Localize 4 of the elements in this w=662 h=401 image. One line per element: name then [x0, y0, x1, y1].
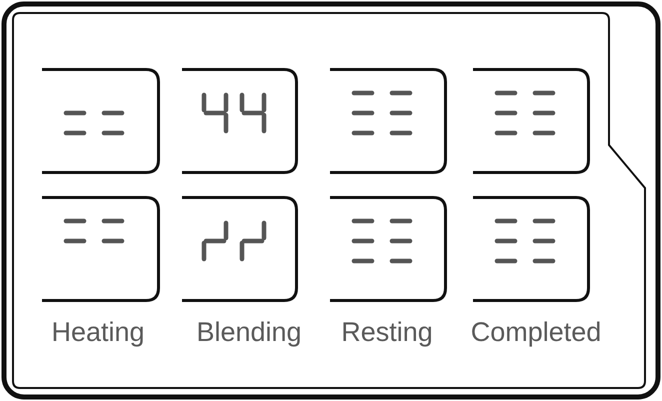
status-label: Blending: [196, 316, 302, 349]
status-label: Resting: [341, 316, 433, 349]
status-label: Completed: [470, 316, 602, 349]
status-label: Heating: [51, 316, 145, 349]
